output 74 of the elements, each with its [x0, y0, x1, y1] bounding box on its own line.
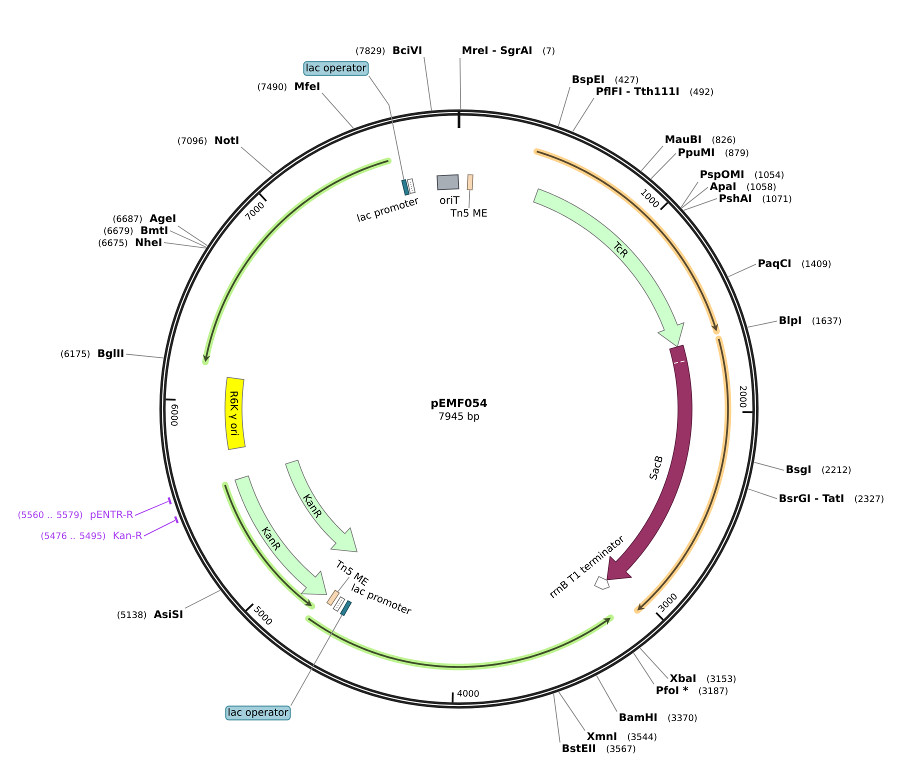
tick-label: 6000	[170, 404, 178, 426]
site-label: (6687) AgeI	[113, 214, 176, 224]
leader-line	[126, 354, 164, 358]
leader-line	[558, 86, 570, 126]
leader-line	[680, 182, 698, 208]
tick-label: 2000	[740, 386, 747, 408]
leader-line	[170, 230, 207, 248]
primer-mark	[168, 497, 172, 504]
plasmid-name: pEMF054	[432, 398, 487, 410]
leader-line	[184, 590, 220, 609]
primer-label: (5476 .. 5495) Kan-R	[41, 532, 142, 540]
site-label: BsgI (2212)	[786, 465, 851, 476]
site-label: PaqCI (1409)	[758, 259, 831, 270]
leader-line	[681, 186, 708, 208]
site-label: PspOMI (1054)	[700, 170, 784, 180]
site-label: PflFI - Tth111I (492)	[596, 87, 713, 96]
leader-line	[728, 264, 756, 278]
leader-line	[368, 75, 404, 180]
leader-line	[633, 652, 654, 685]
leader-line	[754, 462, 784, 471]
plasmid-size: 7945 bp	[439, 412, 480, 422]
leader-line	[640, 146, 664, 172]
site-label: (5138) AsiSI	[118, 610, 182, 620]
leader-line	[290, 614, 342, 706]
site-label: XmnI (3544)	[586, 732, 656, 742]
leader-line	[553, 693, 560, 744]
leader-line	[748, 488, 778, 500]
leader-line	[134, 500, 169, 516]
site-label: BspEI (427)	[572, 75, 638, 86]
primer-label: (5560 .. 5579) pENTR-R	[18, 510, 133, 520]
site-label: PpuMI (879)	[678, 148, 748, 158]
leader-line	[650, 152, 676, 180]
leader-line	[178, 226, 208, 246]
site-label: PshAI (1071)	[720, 194, 792, 204]
site-label: PfoI * (3187)	[656, 686, 728, 696]
feature-label: Tn5 ME	[450, 209, 487, 217]
site-label: MauBI (826)	[666, 135, 736, 144]
primer-mark	[174, 516, 179, 524]
origin-feature: R6K γ ori	[224, 376, 246, 450]
feature-label: SacB	[650, 456, 662, 480]
feature-label: Tn5 ME	[336, 560, 369, 586]
leader-line	[240, 146, 273, 175]
site-label: XbaI (3153)	[670, 674, 736, 684]
leader-line	[640, 648, 668, 680]
site-label: BamHI (3370)	[620, 713, 697, 722]
site-label: (7829) BciVI	[356, 46, 422, 56]
leader-line	[322, 92, 354, 129]
leader-line	[424, 56, 432, 111]
feature-mark	[326, 590, 340, 606]
site-label: (6175) BglII	[61, 349, 124, 360]
site-label: (6679) BmtI	[104, 226, 168, 236]
site-label: BlpI (1637)	[780, 316, 841, 326]
feature-mark	[466, 174, 474, 190]
site-label: BstEII (3567)	[562, 744, 636, 754]
site-label: (7490) MfeI	[258, 82, 320, 92]
leader-line	[468, 190, 470, 208]
feature-tag: lac operator	[303, 61, 369, 76]
leader-line	[572, 98, 594, 132]
feature-label: oriT	[440, 196, 460, 204]
site-label: (7096) NotI	[178, 136, 238, 146]
leader-line	[337, 576, 350, 592]
leader-line	[460, 58, 462, 110]
leader-line	[596, 675, 618, 712]
leader-line	[164, 242, 206, 248]
leader-line	[558, 691, 586, 732]
site-label: BsrGI - TatI (2327)	[780, 494, 884, 504]
leader-line	[144, 520, 176, 536]
site-label: (6675) NheI	[98, 238, 162, 248]
feature-tag: lac operator	[225, 706, 291, 720]
site-label: MreI - SgrAI (7)	[462, 46, 554, 56]
site-label: ApaI (1058)	[710, 182, 776, 192]
leader-line	[747, 320, 778, 328]
tick-label: 4000	[457, 690, 479, 697]
leader-line	[683, 198, 718, 211]
